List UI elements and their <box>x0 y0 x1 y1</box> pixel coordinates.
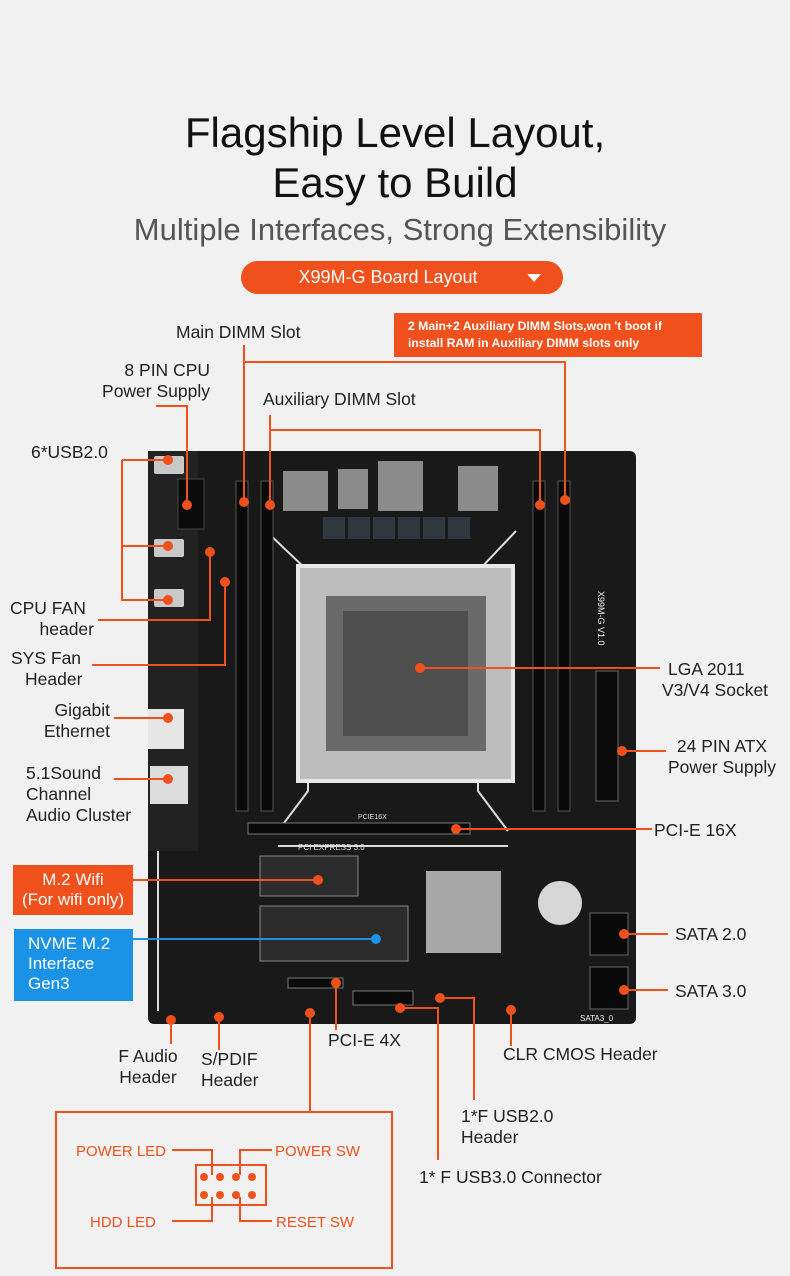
spdif-label: S/PDIF Header <box>201 1049 258 1091</box>
dimm-note-box: 2 Main+2 Auxiliary DIMM Slots,won 't boo… <box>394 313 702 357</box>
fusb3-label: 1* F USB3.0 Connector <box>419 1167 602 1187</box>
m2-wifi-slot <box>259 855 359 897</box>
cpu-fan-label-line2: header <box>39 619 95 639</box>
clr-cmos-label: CLR CMOS Header <box>503 1044 658 1064</box>
spdif-label-line1: S/PDIF <box>201 1049 258 1069</box>
spdif-label-line2: Header <box>201 1070 259 1090</box>
dimm-note-line2: install RAM in Auxiliary DIMM slots only <box>408 336 640 350</box>
cpu-power-label-line2: Power Supply <box>102 381 210 401</box>
dimm-slots-right <box>532 480 571 812</box>
audio-label-line1: 5.1Sound <box>26 763 101 783</box>
nvme-label-line2: Interface <box>28 954 95 973</box>
cpu-power-label: 8 PIN CPU Power Supply <box>80 360 210 402</box>
lga-label-line1: LGA 2011 <box>668 659 745 679</box>
chokes <box>323 517 470 539</box>
page-subtitle: Multiple Interfaces, Strong Extensibilit… <box>133 212 667 247</box>
pcie-4x-slot <box>287 977 344 989</box>
sys-fan-label: SYS Fan Header <box>11 648 82 690</box>
model-silk: X99M-G V1.0 <box>596 591 606 646</box>
nvme-label-line3: Gen3 <box>28 974 70 993</box>
nvme-label-line1: NVME M.2 <box>28 934 111 953</box>
faudio-label-line1: F Audio <box>118 1046 178 1066</box>
motherboard-graphic: PCIE16X PCI EXPRESS 3.0 SATA3_0 X99M-G V… <box>148 451 629 1023</box>
pcie16-silk: PCIE16X <box>358 814 387 821</box>
fusb2-label: 1*F USB2.0 Header <box>461 1106 553 1148</box>
main-dimm-label: Main DIMM Slot <box>176 322 301 342</box>
dimm-note-line1: 2 Main+2 Auxiliary DIMM Slots,won 't boo… <box>408 319 663 333</box>
reset-sw-label: RESET SW <box>276 1214 355 1231</box>
leader-dots <box>163 455 629 1199</box>
power-led-label: POWER LED <box>76 1143 166 1160</box>
chipset-heatsink <box>426 871 501 953</box>
audio-label-line3: Audio Cluster <box>26 805 132 825</box>
cpu-power-label-line1: 8 PIN CPU <box>124 360 210 380</box>
lga-label: LGA 2011 V3/V4 Socket <box>662 659 768 701</box>
m2-wifi-label: M.2 Wifi (For wifi only) <box>13 865 133 915</box>
sys-fan-label-line2: Header <box>25 669 83 689</box>
m2-wifi-label-line1: M.2 Wifi <box>42 870 104 889</box>
lga-label-line2: V3/V4 Socket <box>662 680 769 700</box>
gigabit-label-line1: Gigabit <box>54 700 110 720</box>
faudio-label: F Audio Header <box>112 1046 184 1088</box>
sata-silk: SATA3_0 <box>580 1014 614 1023</box>
pcie16-label: PCI-E 16X <box>654 820 737 840</box>
cpu-fan-label: CPU FAN header <box>0 598 94 640</box>
dimm-slots-left <box>235 480 274 812</box>
atx-label-line1: 24 PIN ATX <box>676 736 768 756</box>
audio-label: 5.1Sound Channel Audio Cluster <box>26 763 131 826</box>
page-title-line2: Easy to Build <box>272 159 518 206</box>
audio-label-line2: Channel <box>26 784 92 804</box>
motherboard-image: PCIE16X PCI EXPRESS 3.0 SATA3_0 X99M-G V… <box>148 451 636 1024</box>
atx-label-line2: Power Supply <box>668 757 776 777</box>
atx-24pin <box>595 670 619 802</box>
pcie-express-silk: PCI EXPRESS 3.0 <box>298 843 365 852</box>
usb2-label: 6*USB2.0 <box>31 442 108 462</box>
nvme-label: NVME M.2 Interface Gen3 <box>14 929 133 1001</box>
sys-fan-label-line1: SYS Fan <box>11 648 82 668</box>
hdd-led-label: HDD LED <box>90 1214 156 1231</box>
audio-jacks <box>150 766 188 804</box>
faudio-label-line2: Header <box>119 1067 177 1087</box>
vrm-heatsinks <box>283 461 498 511</box>
power-sw-label: POWER SW <box>275 1143 361 1160</box>
fusb2-label-line2: Header <box>461 1127 519 1147</box>
cpu-fan-label-line1: CPU FAN <box>10 598 86 618</box>
sata2-label: SATA 2.0 <box>675 924 747 944</box>
fusb2-label-line1: 1*F USB2.0 <box>461 1106 554 1126</box>
pcie4-label: PCI-E 4X <box>328 1030 401 1050</box>
chevron-down-icon <box>527 274 541 282</box>
cmos-battery <box>538 881 582 925</box>
page-title-line1: Flagship Level Layout, <box>184 109 606 156</box>
cpu-socket <box>296 564 515 783</box>
aux-dimm-label: Auxiliary DIMM Slot <box>263 389 416 409</box>
nvme-leader-dot <box>371 934 381 944</box>
m2-nvme-slot <box>259 905 409 962</box>
usb3-header <box>352 990 414 1006</box>
board-layout-button-label: X99M-G Board Layout <box>298 267 478 287</box>
sata3-label: SATA 3.0 <box>675 981 747 1001</box>
board-layout-button[interactable]: X99M-G Board Layout <box>241 261 563 294</box>
gigabit-label: Gigabit Ethernet <box>20 700 110 742</box>
atx-label: 24 PIN ATX Power Supply <box>662 736 782 778</box>
m2-wifi-label-line2: (For wifi only) <box>21 890 124 909</box>
gigabit-label-line2: Ethernet <box>43 721 110 741</box>
